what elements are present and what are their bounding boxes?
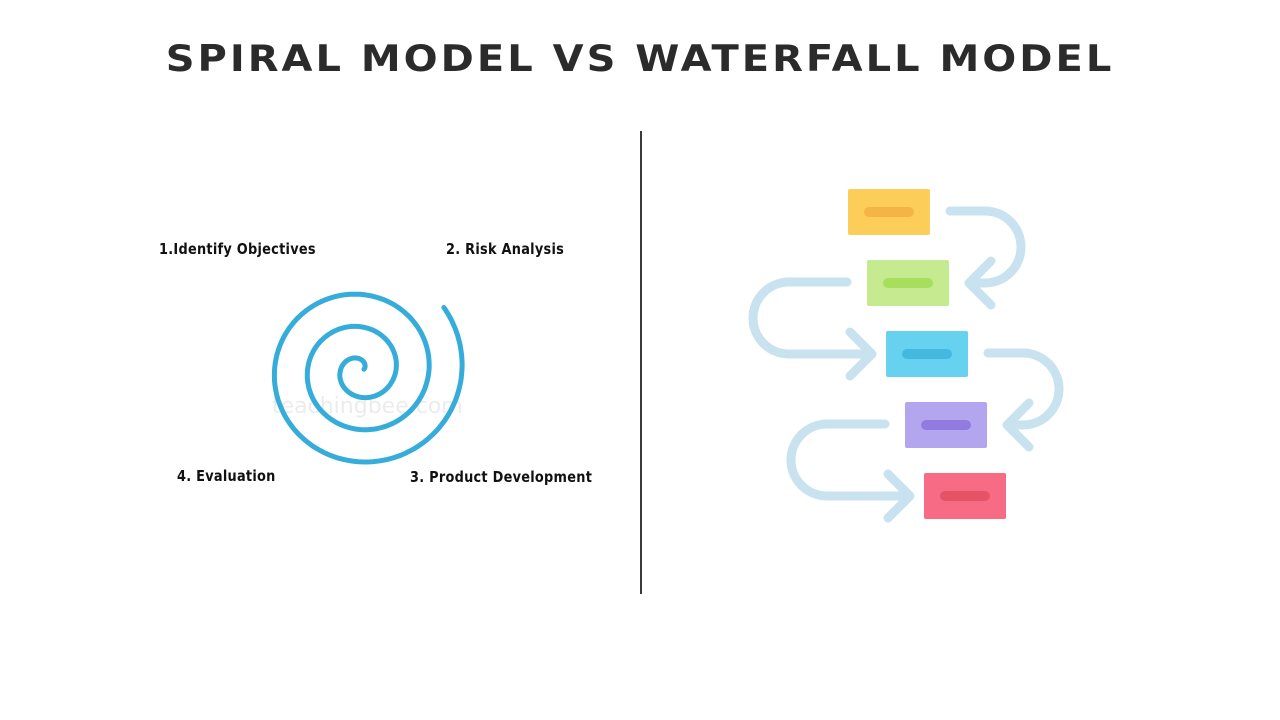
- waterfall-block-bar-4: [921, 420, 971, 430]
- curved-arrow-left-icon: [945, 206, 1026, 310]
- spiral-curve: [271, 291, 465, 465]
- page-title: Spiral Model VS Waterfall Model: [165, 37, 1115, 81]
- step-label-product-development: 3. Product Development: [410, 468, 593, 486]
- waterfall-block-bar-3: [902, 349, 952, 359]
- spiral-diagram: [271, 291, 465, 465]
- step-label-identify-objectives: 1.Identify Objectives: [159, 240, 316, 258]
- waterfall-block-bar-5: [940, 491, 990, 501]
- step-label-evaluation: 4. Evaluation: [177, 467, 276, 485]
- curved-arrow-right-icon: [748, 277, 877, 381]
- curved-arrow-left-icon-2: [983, 348, 1064, 452]
- center-divider: [640, 131, 642, 594]
- step-label-risk-analysis: 2. Risk Analysis: [446, 240, 565, 258]
- curved-arrow-right-icon-2: [786, 419, 915, 523]
- waterfall-diagram: [748, 189, 1064, 523]
- waterfall-block-bar-1: [864, 207, 914, 217]
- waterfall-block-bar-2: [883, 278, 933, 288]
